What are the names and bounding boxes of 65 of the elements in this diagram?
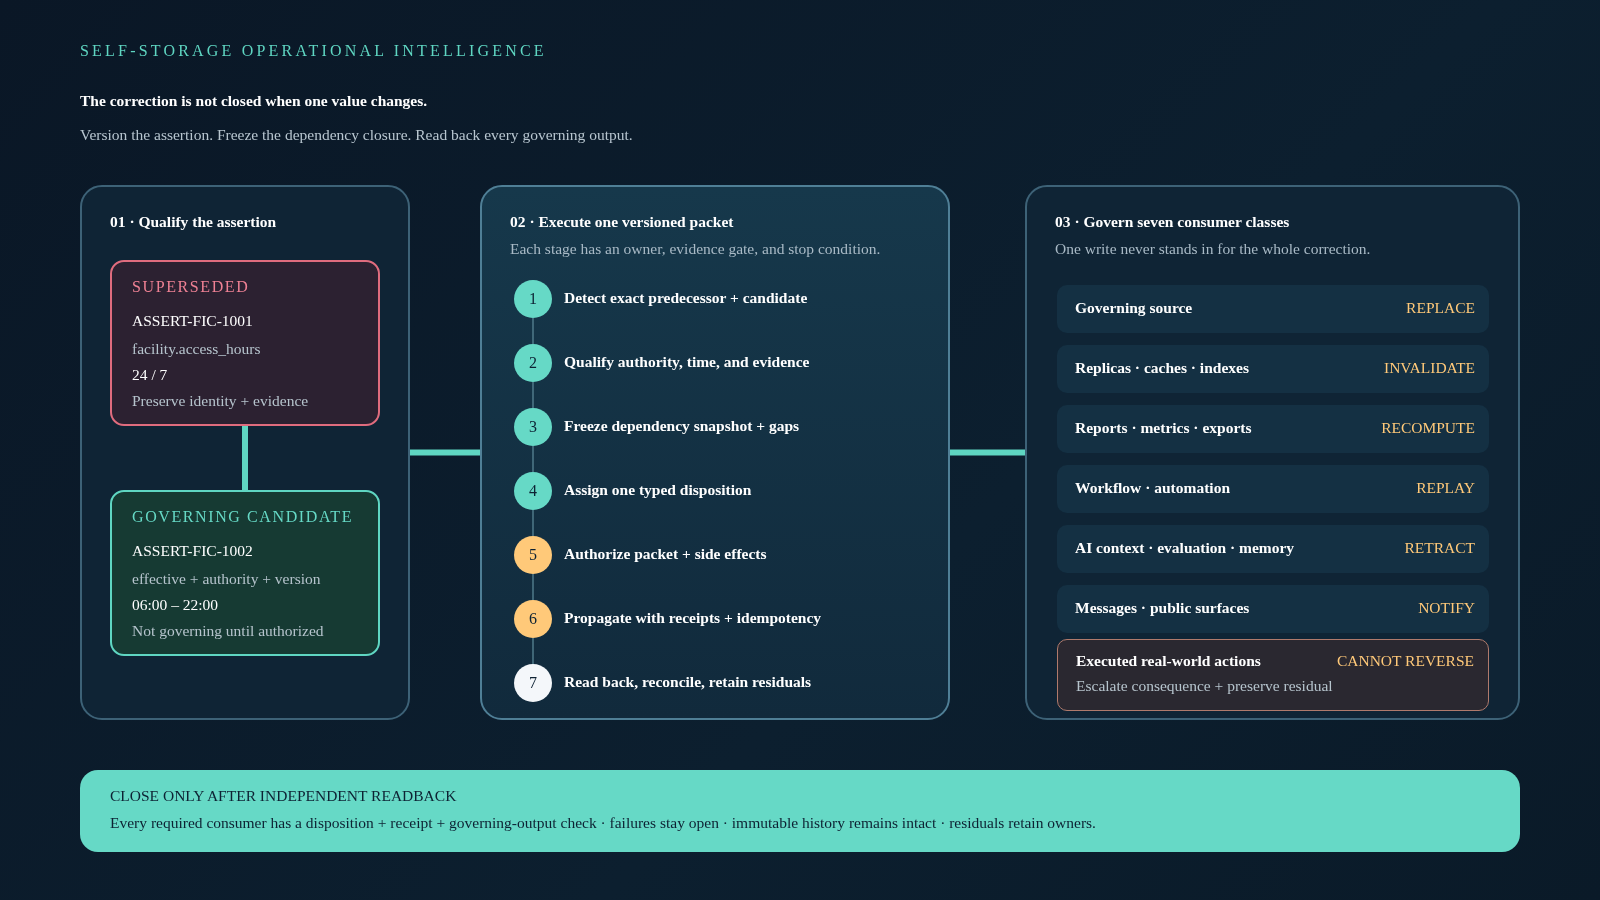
connector-line (950, 449, 1025, 456)
note-text: Preserve identity + evidence (132, 392, 309, 410)
row-note: Escalate consequence + preserve residual (1076, 677, 1333, 695)
stage-panel (1025, 185, 1520, 720)
step-number-badge: 5 (514, 536, 552, 574)
step-label: Propagate with receipts + idempotency (564, 609, 822, 627)
consumer-class: Reports · metrics · exports (1075, 419, 1252, 437)
step-number-badge: 3 (514, 408, 552, 446)
panel-title: 02 · Execute one versioned packet (510, 213, 734, 231)
page-title: SELF-STORAGE OPERATIONAL INTELLIGENCE (80, 42, 547, 60)
panel-title: 03 · Govern seven consumer classes (1055, 213, 1290, 231)
action-tag: RECOMPUTE (1381, 419, 1475, 437)
assertion-card (110, 490, 380, 656)
headline: The correction is not closed when one value changes. (80, 92, 428, 110)
value-text: 06:00 – 22:00 (132, 596, 219, 614)
step-label: Authorize packet + side effects (564, 545, 767, 563)
step-number-badge: 6 (514, 600, 552, 638)
connector-line (532, 509, 534, 537)
action-tag: NOTIFY (1418, 599, 1475, 617)
consumer-class: Executed real-world actions (1076, 652, 1261, 670)
stage-panel (80, 185, 410, 720)
banner-heading: CLOSE ONLY AFTER INDEPENDENT READBACK (110, 787, 457, 805)
action-tag: REPLAY (1416, 479, 1475, 497)
step-label: Read back, reconcile, retain residuals (564, 673, 812, 691)
consumer-class: Governing source (1075, 299, 1193, 317)
stage-panel (480, 185, 950, 720)
connector-line (532, 381, 534, 409)
step-number-badge: 7 (514, 664, 552, 702)
panel-title: 01 · Qualify the assertion (110, 213, 277, 231)
connector-line (532, 573, 534, 601)
consumer-class: Workflow · automation (1075, 479, 1230, 497)
status-tag: GOVERNING CANDIDATE (132, 508, 354, 526)
step-number-badge: 2 (514, 344, 552, 382)
connector-line (532, 445, 534, 473)
step-label: Freeze dependency snapshot + gaps (564, 417, 800, 435)
assertion-card (110, 260, 380, 426)
assertion-id: ASSERT-FIC-1002 (132, 542, 253, 560)
assertion-id: ASSERT-FIC-1001 (132, 312, 253, 330)
panel-subtitle: Each stage has an owner, evidence gate, and stop condition. (510, 240, 881, 258)
step-label: Assign one typed disposition (564, 481, 752, 499)
connector-line (410, 449, 480, 456)
action-tag: RETRACT (1404, 539, 1475, 557)
action-tag: INVALIDATE (1384, 359, 1475, 377)
connector-line (532, 637, 534, 665)
step-number-badge: 4 (514, 472, 552, 510)
panel-subtitle: One write never stands in for the whole correction. (1055, 240, 1371, 258)
field-name: effective + authority + version (132, 570, 321, 588)
action-tag: REPLACE (1406, 299, 1475, 317)
connector-line (532, 317, 534, 345)
field-name: facility.access_hours (132, 340, 261, 358)
consumer-class: Replicas · caches · indexes (1075, 359, 1249, 377)
note-text: Not governing until authorized (132, 622, 324, 640)
connector-line (242, 426, 248, 490)
consumer-class: AI context · evaluation · memory (1075, 539, 1295, 557)
step-label: Detect exact predecessor + candidate (564, 289, 808, 307)
action-tag: CANNOT REVERSE (1336, 652, 1474, 670)
value-text: 24 / 7 (132, 366, 168, 384)
consumer-class: Messages · public surfaces (1075, 599, 1250, 617)
banner-text: Every required consumer has a disposition + receipt + governing-output check · failures stay open · immutable history remains intact · residuals retain owners. (110, 814, 1096, 832)
step-label: Qualify authority, time, and evidence (564, 353, 810, 371)
consumer-row (1057, 639, 1489, 711)
step-number-badge: 1 (514, 280, 552, 318)
closure-banner (80, 770, 1520, 852)
status-tag: SUPERSEDED (132, 278, 250, 296)
subheadline: Version the assertion. Freeze the dependency closure. Read back every governing output. (80, 126, 633, 144)
